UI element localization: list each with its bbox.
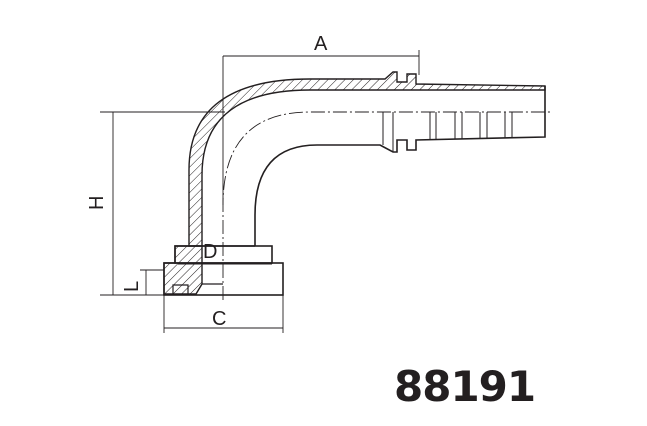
dimension-label-d: D (203, 241, 217, 263)
hatched-wall (188, 71, 546, 247)
hatched-flange (163, 245, 203, 295)
part-number: 88191 (394, 362, 536, 411)
hose-tail-ribs (382, 112, 513, 152)
dimension-label-l: L (121, 281, 143, 292)
dimension-label-c: C (212, 308, 226, 330)
dimension-label-a: A (314, 33, 328, 55)
centerline (222, 111, 550, 300)
dimension-lines (100, 50, 420, 333)
dimension-label-h: H (86, 196, 108, 210)
flange-lower (163, 262, 284, 296)
pipe-bottom-edge (254, 86, 546, 246)
